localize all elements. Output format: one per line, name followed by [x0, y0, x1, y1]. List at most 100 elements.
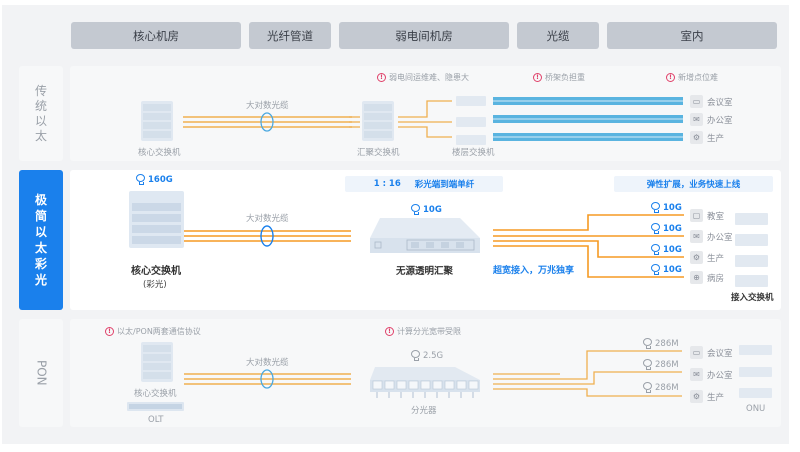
- production-icon: ⚙: [690, 390, 703, 403]
- room-office: ✉ 办公室: [690, 368, 733, 381]
- column-header-weak-current-room: 弱电间机房: [339, 22, 509, 49]
- core-switch-label: 核心交换机: [138, 148, 181, 158]
- row-label-traditional: 传 统 以 太: [19, 66, 63, 161]
- speed-value: 2.5G: [423, 350, 444, 361]
- meeting-room-icon: ▭: [690, 95, 703, 108]
- speed-value: 160G: [148, 174, 173, 185]
- row-label-pon: PON: [19, 319, 63, 427]
- core-switch-color-icon: [129, 191, 184, 248]
- warning-tray-load: !桥架负担重: [533, 72, 585, 83]
- production-icon: ⚙: [690, 131, 703, 144]
- room-label: 教室: [707, 211, 725, 222]
- warning-new-points: !新增点位难: [666, 72, 718, 83]
- access-switch-icons: [735, 213, 768, 287]
- core-switch-icon: [141, 342, 173, 382]
- room-label: 病房: [707, 273, 725, 284]
- port-speed: 286M: [643, 382, 679, 393]
- column-header-fiber-duct: 光纤管道: [249, 22, 331, 49]
- port-fiber-lines: [493, 214, 684, 278]
- splitter-icon: [370, 367, 480, 398]
- speed-value: 286M: [655, 359, 679, 370]
- meeting-room-icon: ▭: [690, 346, 703, 359]
- bandwidth-icon: [643, 338, 652, 349]
- splitter-label: 分光器: [411, 406, 437, 416]
- cable-tray-bars: [493, 97, 683, 141]
- port-fiber-lines: [493, 350, 682, 397]
- office-icon: ✉: [690, 368, 703, 381]
- bandwidth-icon: [651, 264, 660, 275]
- speed-value: 286M: [655, 338, 679, 349]
- bandwidth-icon: [651, 223, 660, 234]
- row-label-char: 简: [34, 209, 47, 223]
- room-meeting: ▭会议室: [690, 346, 733, 359]
- aggregation-switch-label: 汇聚交换机: [357, 148, 400, 158]
- column-header-core-room: 核心机房: [71, 22, 241, 49]
- warning-bandwidth-limit: !计算分光宽带受限: [385, 326, 461, 337]
- row-label-char: 以: [34, 225, 47, 239]
- ratio-text: 彩光端到端单纤: [414, 180, 475, 190]
- warning-icon: !: [377, 73, 386, 82]
- room-label: 生产: [707, 253, 725, 264]
- room-office: ✉ 办公室: [690, 230, 733, 243]
- row-label-char: 以: [34, 113, 47, 128]
- core-switch-label: 核心交换机: [131, 266, 181, 277]
- speed-value: 10G: [663, 244, 682, 255]
- room-office: ✉办公室: [690, 113, 733, 126]
- warning-icon: !: [533, 73, 542, 82]
- room-meeting: ▭ 会议室: [690, 95, 733, 108]
- access-switch-label: 接入交换机: [731, 293, 774, 303]
- core-speed: 160G: [136, 174, 173, 185]
- fiber-bundle: [184, 373, 351, 385]
- cable-ring-icon: [260, 112, 274, 132]
- office-icon: ✉: [690, 113, 703, 126]
- warning-text: 弱电间运维难、隐患大: [389, 73, 469, 82]
- bandwidth-icon: [651, 244, 660, 255]
- row-label-char: 太: [34, 241, 47, 255]
- room-label: 生产: [707, 133, 725, 144]
- port-speed: 286M: [643, 359, 679, 370]
- ratio-value: 1 : 16: [373, 179, 401, 189]
- row-label-text: PON: [34, 360, 49, 386]
- room-production: ⚙ 生产: [690, 251, 724, 264]
- passive-aggregation-label: 无源透明汇聚: [396, 266, 454, 277]
- room-production: ⚙ 生产: [690, 131, 724, 144]
- floor-switch-label: 楼层交换机: [452, 148, 495, 158]
- room-label: 办公室: [707, 370, 733, 381]
- warning-text: 以太/PON两套通信协议: [117, 327, 201, 336]
- row-label-char: 彩: [34, 257, 47, 271]
- floor-switch-icon: [456, 96, 486, 145]
- warning-maintenance: !弱电间运维难、隐患大: [377, 72, 469, 83]
- passive-speed: 10G: [411, 204, 442, 215]
- bandwidth-icon: [651, 202, 660, 213]
- olt-label: OLT: [148, 415, 164, 425]
- port-speed: 10G: [651, 223, 682, 234]
- fiber-bundle: [184, 230, 351, 242]
- warning-dual-protocol: !以太/PON两套通信协议: [105, 326, 201, 337]
- row-label-char: 极: [34, 193, 47, 207]
- office-icon: ✉: [690, 230, 703, 243]
- bandwidth-icon: [136, 174, 145, 185]
- port-speed: 10G: [651, 264, 682, 275]
- panel-traditional: [70, 66, 781, 161]
- speed-value: 10G: [663, 264, 682, 275]
- row-label-color-light: 极 简 以 太 彩 光: [19, 170, 63, 310]
- port-speed: 10G: [651, 244, 682, 255]
- warning-icon: !: [385, 327, 394, 336]
- core-switch-label: 核心交换机: [134, 389, 177, 399]
- ward-icon: ⊕: [690, 271, 703, 284]
- cable-ring-icon: [260, 369, 274, 389]
- room-label: 会议室: [707, 97, 733, 108]
- port-speed: 286M: [643, 338, 679, 349]
- production-icon: ⚙: [690, 251, 703, 264]
- bandwidth-icon: [643, 382, 652, 393]
- aggregation-switch-icon: [362, 101, 394, 141]
- speed-value: 10G: [663, 202, 682, 213]
- cable-ring-icon: [260, 225, 274, 247]
- row-label-char: 光: [34, 273, 47, 287]
- row-label-char: 统: [34, 98, 47, 113]
- room-label: 办公室: [707, 232, 733, 243]
- warning-icon: !: [666, 73, 675, 82]
- speed-value: 10G: [663, 223, 682, 234]
- row-label-char: 传: [34, 83, 47, 98]
